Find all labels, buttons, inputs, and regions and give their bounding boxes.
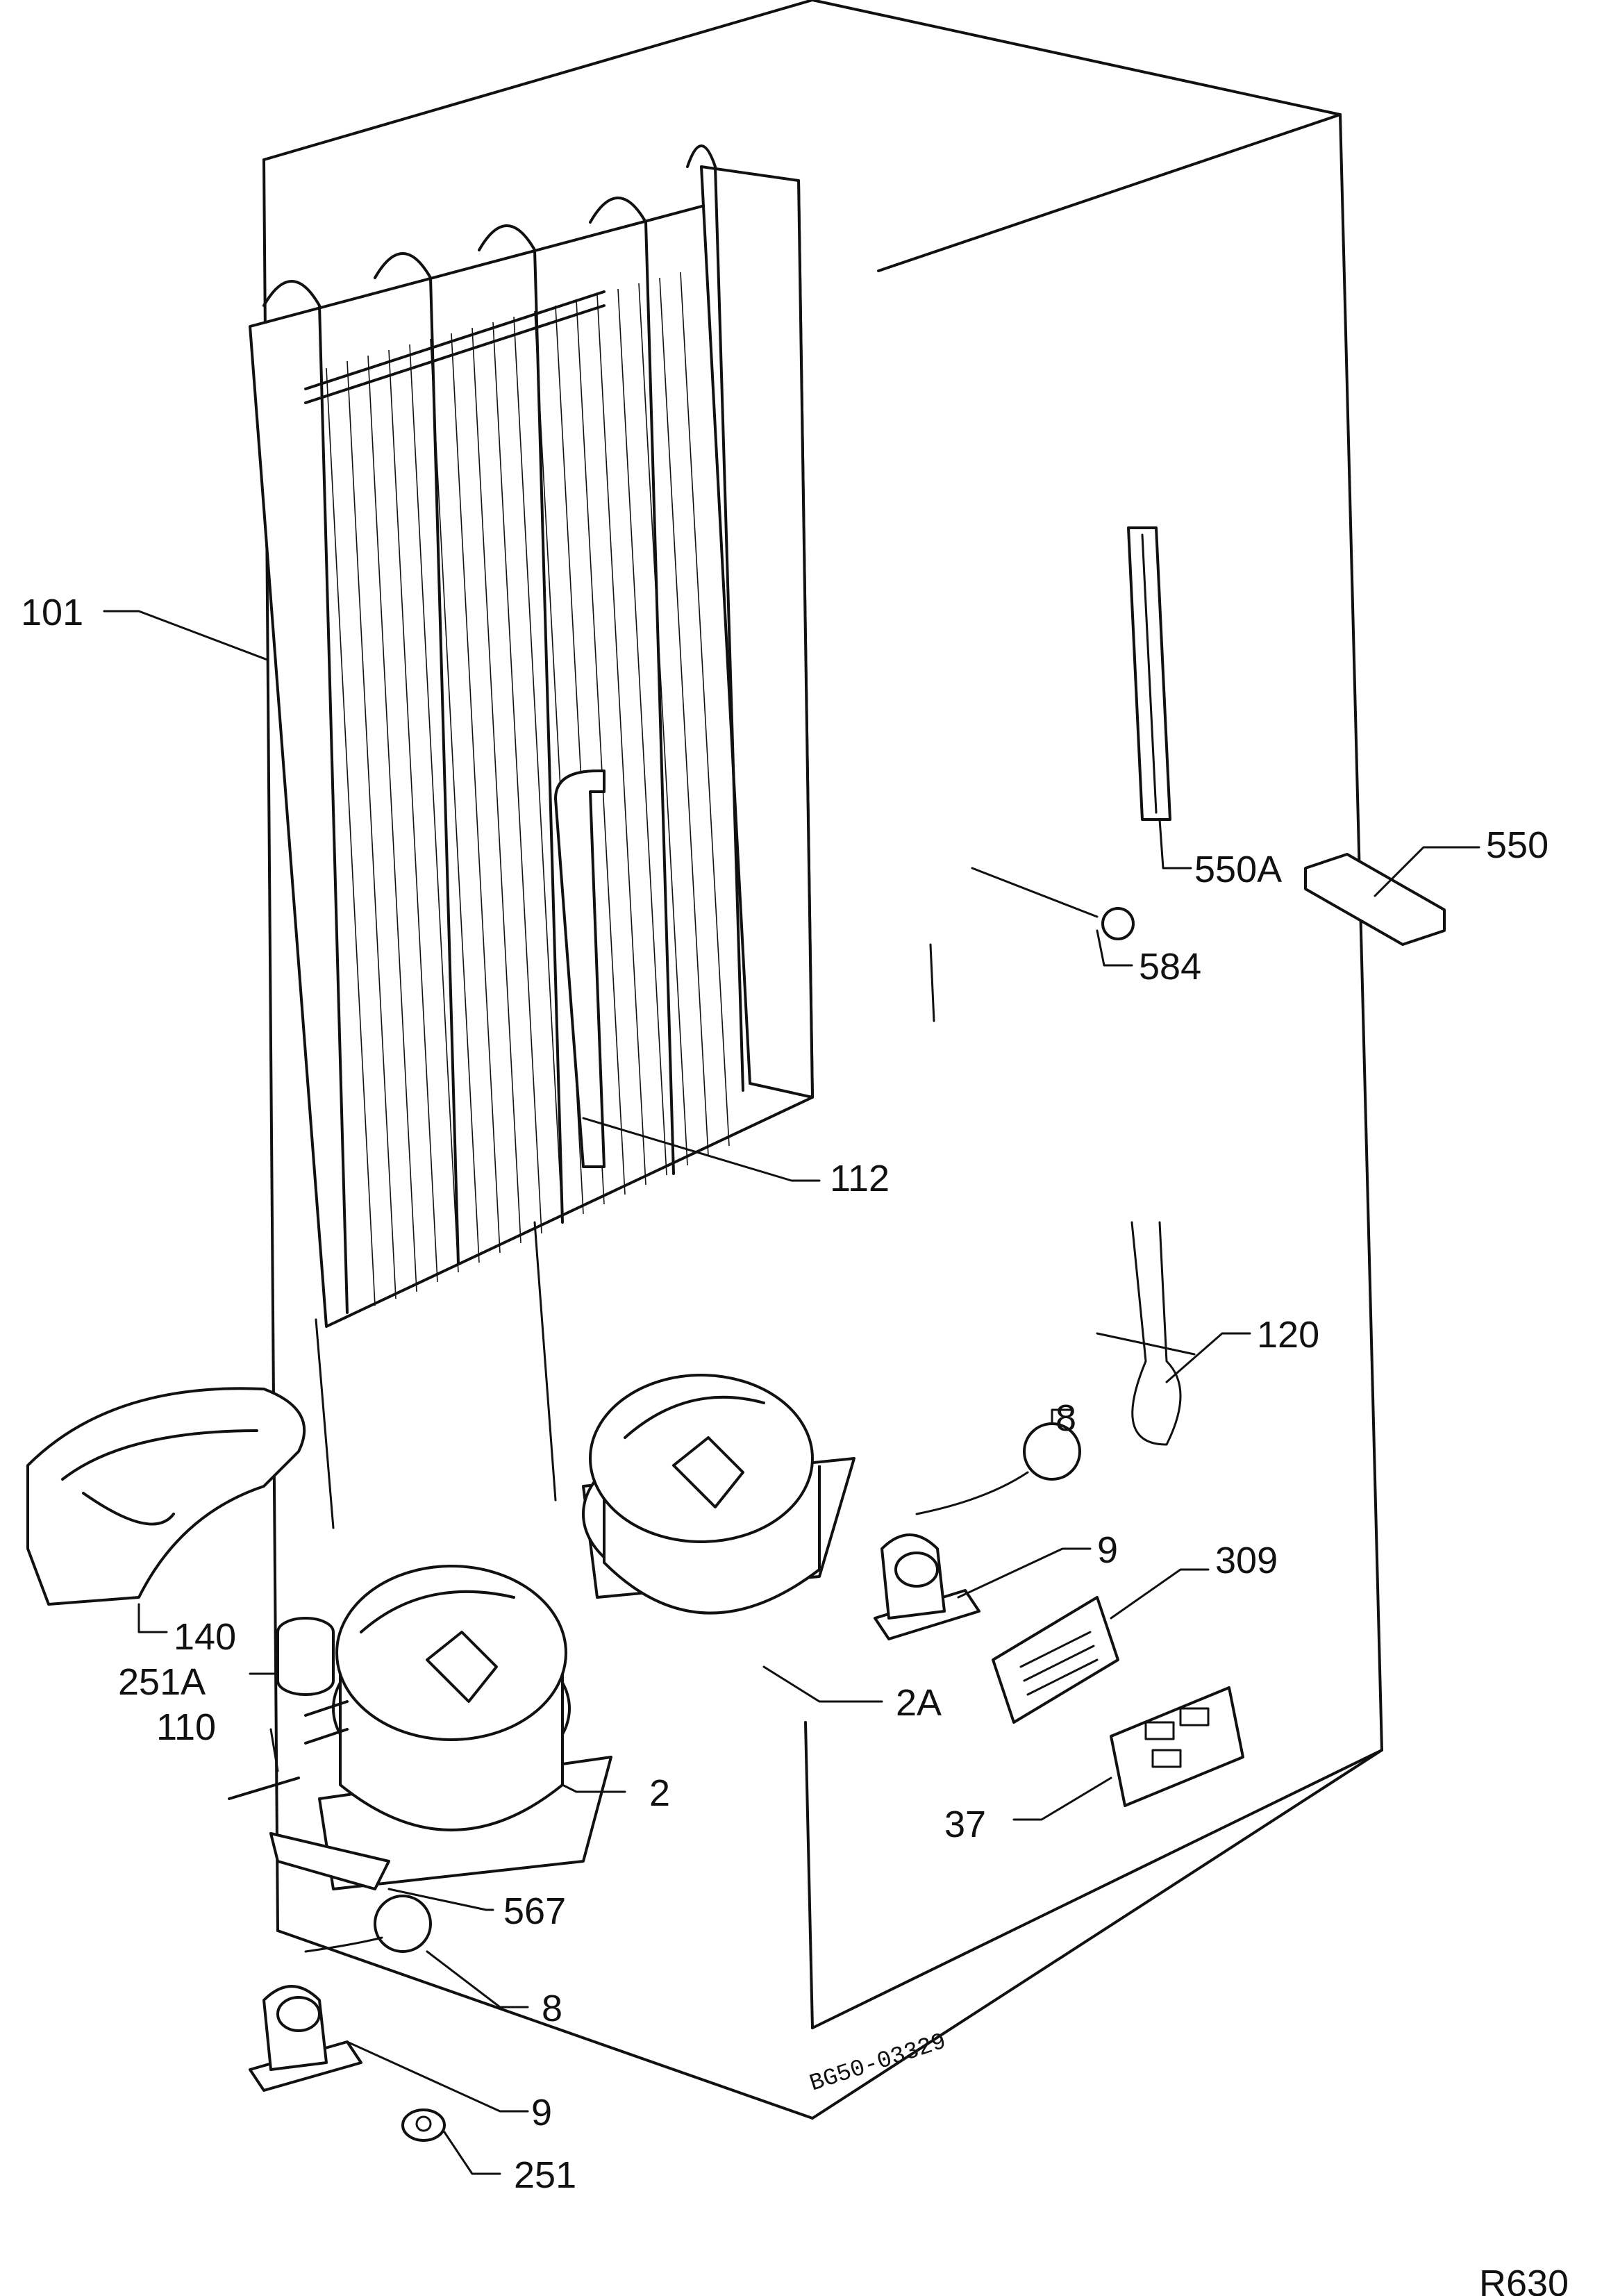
condenser-grille — [326, 272, 730, 1306]
pin-part-110 — [228, 1700, 349, 1800]
drawing-code: BG50-03329 — [807, 2029, 950, 2097]
sensor-part-584 — [971, 867, 1135, 940]
label-550: 550 — [1486, 824, 1549, 866]
label-110: 110 — [156, 1706, 216, 1748]
plate-part-567 — [269, 1832, 390, 1890]
grommet-part-251a — [276, 1617, 335, 1696]
label-567: 567 — [503, 1890, 566, 1932]
holder-part-9-upper — [874, 1533, 980, 1640]
electronic-board-part-309 — [992, 1596, 1119, 1724]
leader-lines — [103, 610, 1480, 2175]
relay-part-8-lower — [304, 1895, 432, 1953]
label-9-lower: 9 — [531, 2092, 552, 2133]
label-9-upper: 9 — [1097, 1529, 1118, 1571]
condenser-part-101 — [249, 144, 814, 1529]
label-251a: 251A — [118, 1661, 206, 1703]
compressor-part-2 — [318, 1565, 612, 1890]
label-37: 37 — [944, 1804, 986, 1845]
label-112: 112 — [830, 1158, 890, 1199]
control-panel-part-37 — [1110, 1686, 1244, 1807]
label-309: 309 — [1215, 1540, 1278, 1581]
drain-tray-part-140 — [26, 1387, 306, 1606]
thermostat-part-120 — [1096, 1221, 1196, 1446]
label-550a: 550A — [1194, 849, 1282, 890]
bracket-part-550 — [1304, 853, 1446, 946]
label-2a: 2A — [896, 1682, 942, 1724]
label-2: 2 — [649, 1772, 670, 1814]
compressor-part-2a — [582, 1374, 855, 1615]
label-251: 251 — [514, 2154, 576, 2196]
holder-part-9-lower — [249, 1985, 362, 2092]
label-140: 140 — [174, 1616, 236, 1658]
label-584: 584 — [1139, 946, 1201, 988]
heater-part-550a — [1127, 526, 1171, 821]
callout-labels: 101 112 550A 550 584 120 8 9 309 140 251… — [21, 592, 1549, 2196]
label-120: 120 — [1257, 1314, 1319, 1356]
page-code: R630 — [1479, 2263, 1569, 2296]
nut-part-251 — [401, 2108, 446, 2142]
label-8-upper: 8 — [1055, 1397, 1076, 1439]
label-101: 101 — [21, 592, 83, 633]
label-8-lower: 8 — [542, 1988, 562, 2029]
